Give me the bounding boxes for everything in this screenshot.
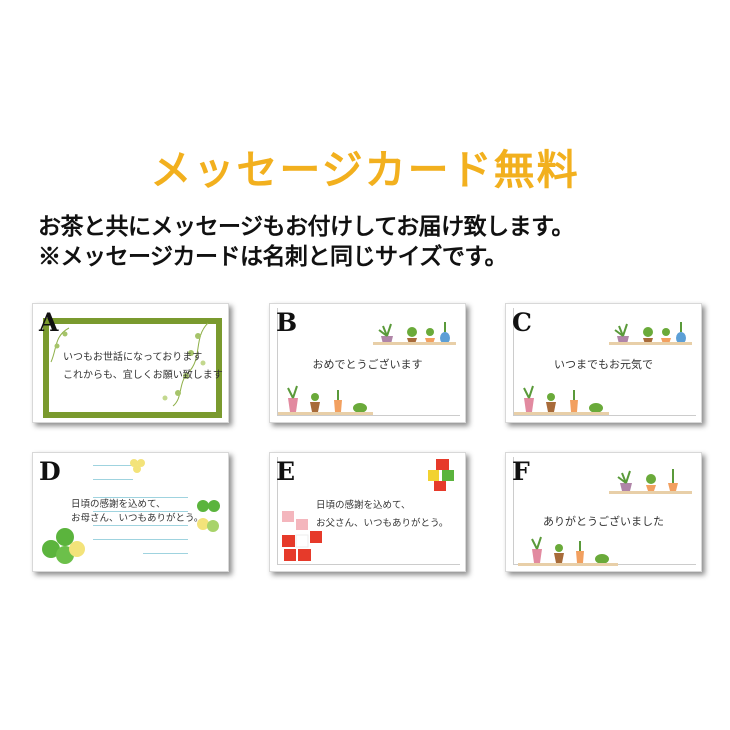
potted-plants-bottom [523, 385, 603, 413]
card-f-letter: F [512, 457, 530, 486]
page-title: メッセージカード無料 [150, 146, 580, 194]
card-c-letter: C [512, 308, 532, 337]
card-d-line-2: お母さん、いつもありがとう。 [71, 513, 204, 524]
card-e-line-1: 日頃の感謝を込めて、 [316, 500, 411, 511]
description-line-1: お茶と共にメッセージもお付けしてお届け致します。 [38, 213, 574, 240]
card-c-line-1: いつまでもお元気で [554, 358, 653, 371]
leaf-corner-decoration [50, 327, 70, 363]
card-a-line-2: これからも、宜しくお願い致します [63, 370, 223, 381]
card-b-letter: B [276, 308, 298, 337]
card-d: D 日頃の感謝を込めて、 お母さん、いつもありがとう。 [32, 452, 229, 572]
potted-plants-top [617, 469, 678, 491]
card-e: E 日頃の感謝を込めて、 お父さん、いつもありがとう。 [269, 452, 466, 572]
four-leaf-clover-icon [42, 528, 85, 564]
description-line-2: ※メッセージカードは名刺と同じサイズです。 [38, 243, 508, 270]
card-b: B おめでとうございます [269, 303, 466, 423]
card-c: C いつまでもお元気で [505, 303, 702, 423]
card-d-line-1: 日頃の感謝を込めて、 [71, 499, 166, 510]
potted-plants-top [614, 322, 686, 344]
card-b-line-1: おめでとうございます [312, 358, 423, 371]
card-d-letter: D [39, 457, 61, 486]
card-a-frame [43, 318, 222, 418]
clover-icon [130, 459, 145, 473]
potted-plants-bottom [531, 536, 609, 564]
card-e-line-2: お父さん、いつもありがとう。 [316, 518, 449, 529]
card-f-line-1: ありがとうございました [543, 515, 664, 528]
color-block-decoration [428, 459, 454, 491]
color-block-decoration [282, 511, 322, 561]
potted-plants-bottom [287, 385, 367, 413]
clover-icon [197, 500, 220, 532]
card-f: F ありがとうございました [505, 452, 702, 572]
leaf-vine-decoration [162, 322, 209, 407]
card-a-line-1: いつもお世話になっております [63, 352, 203, 363]
card-a-letter: A [39, 308, 59, 337]
card-a: A いつもお世話になっております これからも、宜しくお願い致します [32, 303, 229, 423]
card-e-letter: E [276, 457, 296, 486]
potted-plants-top [378, 322, 450, 344]
